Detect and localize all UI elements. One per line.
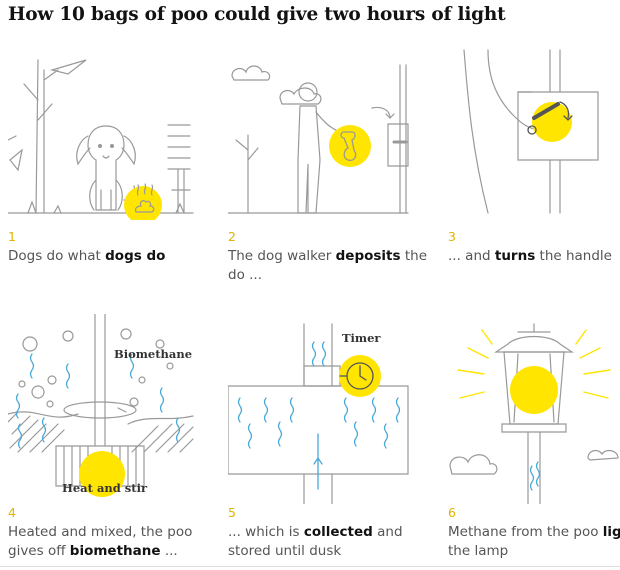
step-4-text: Heated and mixed, the poo gives off (8, 524, 193, 559)
walker-illustration (228, 64, 409, 214)
step-6-bold: lights (602, 524, 620, 540)
step-4-bold: biomethane (69, 543, 161, 559)
step-4-post: ... (160, 543, 178, 559)
step-2-text: The dog walker (228, 248, 336, 264)
step-2-panel: 2 The dog walker deposits the do ... (228, 40, 428, 290)
step-4-panel: Biomethane Heat and stir 4 Heated and mi… (8, 314, 208, 564)
step-4-number: 4 (8, 505, 16, 520)
biomethane-label: Biomethane (114, 347, 192, 361)
step-4-caption: 4 Heated and mixed, the poo gives off bi… (8, 506, 208, 561)
timer-label: Timer (342, 331, 381, 345)
step-6-caption: 6 Methane from the poo lights the lamp (448, 506, 620, 561)
step-3-text: ... and (448, 248, 495, 264)
heat-and-stir-label: Heat and stir (62, 481, 148, 495)
step-5-panel: Timer 5 ... which is collected and store… (228, 314, 428, 564)
step-6-post: the lamp (448, 543, 509, 559)
step-3-post: the handle (535, 248, 612, 264)
step-5-bold: collected (303, 524, 373, 540)
handle-illustration (463, 49, 599, 214)
step-5-post: and stored until dusk (228, 524, 403, 559)
step-1-bold: dogs do (105, 248, 166, 264)
step-2-caption: 2 The dog walker deposits the do ... (228, 230, 428, 285)
bottom-divider (0, 566, 620, 567)
step-5-text: ... which is (228, 524, 304, 540)
step-5-caption: 5 ... which is collected and stored unti… (228, 506, 428, 561)
step-3-bold: turns (494, 248, 536, 264)
step-3-number: 3 (448, 229, 456, 244)
page-title: How 10 bags of poo could give two hours … (8, 4, 506, 25)
step-6-text: Methane from the poo (448, 524, 603, 540)
step-3-caption: 3 ... and turns the handle (448, 230, 620, 266)
step-5-number: 5 (228, 505, 236, 520)
step-1-panel: 1 Dogs do what dogs do (8, 40, 208, 290)
dog-illustration (8, 59, 194, 220)
step-1-caption: 1 Dogs do what dogs do (8, 230, 208, 266)
step-3-panel: 3 ... and turns the handle (448, 40, 620, 290)
tank-illustration: Timer (228, 323, 409, 504)
step-6-panel: 6 Methane from the poo lights the lamp (448, 314, 620, 564)
step-2-post: the do ... (228, 248, 428, 283)
step-2-number: 2 (228, 229, 236, 244)
step-6-number: 6 (448, 505, 456, 520)
step-1-text: Dogs do what (8, 248, 106, 264)
lamp-illustration (449, 323, 619, 504)
digester-illustration: Biomethane Heat and stir (8, 314, 194, 497)
step-2-bold: deposits (335, 248, 401, 264)
step-1-number: 1 (8, 229, 16, 244)
